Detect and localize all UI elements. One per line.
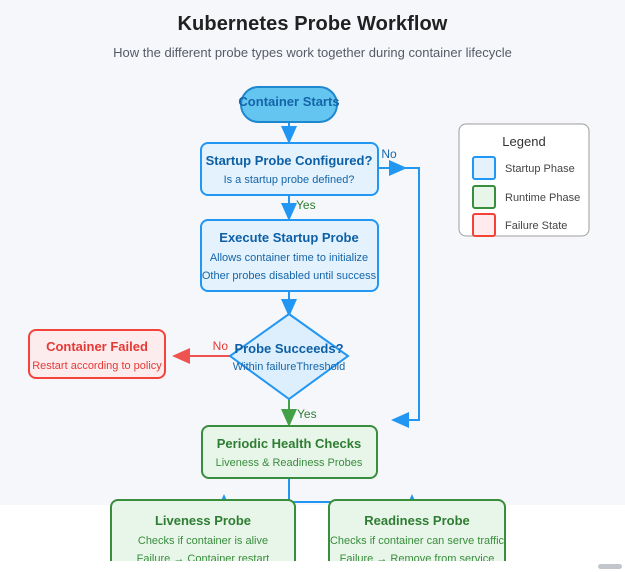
page-header: Kubernetes Probe Workflow How the differ… [0,0,625,60]
node-container-failed-shape [28,329,166,379]
edge-label-yes-startup: Yes [296,198,316,212]
node-periodic-health-checks-shape [201,425,378,479]
node-probe-succeeds[interactable]: Probe Succeeds? Within failureThreshold [228,312,350,401]
node-container-starts-shape [240,86,338,123]
legend: Legend Startup Phase Runtime Phase Failu… [458,123,590,237]
node-container-failed-title: Container Failed [46,339,148,354]
node-execute-startup-shape [200,219,379,292]
legend-swatch-runtime-phase [472,185,496,209]
node-container-failed[interactable]: Container Failed Restart according to po… [28,329,166,379]
node-startup-configured-title: Startup Probe Configured? [206,153,373,168]
legend-label-startup-phase: Startup Phase [505,163,575,175]
horizontal-scrollbar[interactable] [0,561,625,572]
horizontal-scrollbar-thumb[interactable] [598,564,622,569]
edge-periodic-to-liveness [216,478,290,512]
legend-label-runtime-phase: Runtime Phase [505,192,580,204]
legend-title: Legend [502,134,545,149]
node-liveness-probe-title: Liveness Probe [155,513,251,528]
node-readiness-probe-sub1: Checks if container can serve traffic [330,535,505,547]
edge-label-yes-probe: Yes [297,407,317,421]
page-title: Kubernetes Probe Workflow [177,13,448,35]
node-container-starts[interactable]: Container Starts [238,86,340,123]
node-probe-succeeds-title: Probe Succeeds? [234,341,343,356]
node-periodic-health-checks-sub: Liveness & Readiness Probes [216,457,363,469]
node-execute-startup[interactable]: Execute Startup Probe Allows container t… [200,219,379,292]
legend-label-failure-state: Failure State [505,220,567,232]
edge-label-no-probe: No [213,339,229,353]
node-readiness-probe-title: Readiness Probe [364,513,470,528]
node-container-starts-title: Container Starts [238,94,339,109]
page-subtitle: How the different probe types work toget… [113,45,512,60]
node-execute-startup-sub1: Allows container time to initialize [210,252,368,264]
node-liveness-probe-sub1: Checks if container is alive [138,535,268,547]
legend-swatch-startup-phase [472,156,496,180]
node-execute-startup-sub2: Other probes disabled until success [202,270,377,282]
node-probe-succeeds-sub: Within failureThreshold [233,361,346,373]
node-execute-startup-title: Execute Startup Probe [219,230,358,245]
node-periodic-health-checks[interactable]: Periodic Health Checks Liveness & Readin… [201,425,378,479]
node-startup-configured-sub: Is a startup probe defined? [224,174,355,186]
node-startup-configured-shape [200,142,379,196]
node-startup-configured[interactable]: Startup Probe Configured? Is a startup p… [200,142,379,196]
node-periodic-health-checks-title: Periodic Health Checks [217,436,362,451]
node-container-failed-sub: Restart according to policy [32,360,162,372]
legend-swatch-failure-state [472,213,496,237]
edge-configured-no-loop [391,167,420,428]
edge-label-no-startup: No [381,147,397,161]
node-probe-succeeds-shape [228,312,350,401]
